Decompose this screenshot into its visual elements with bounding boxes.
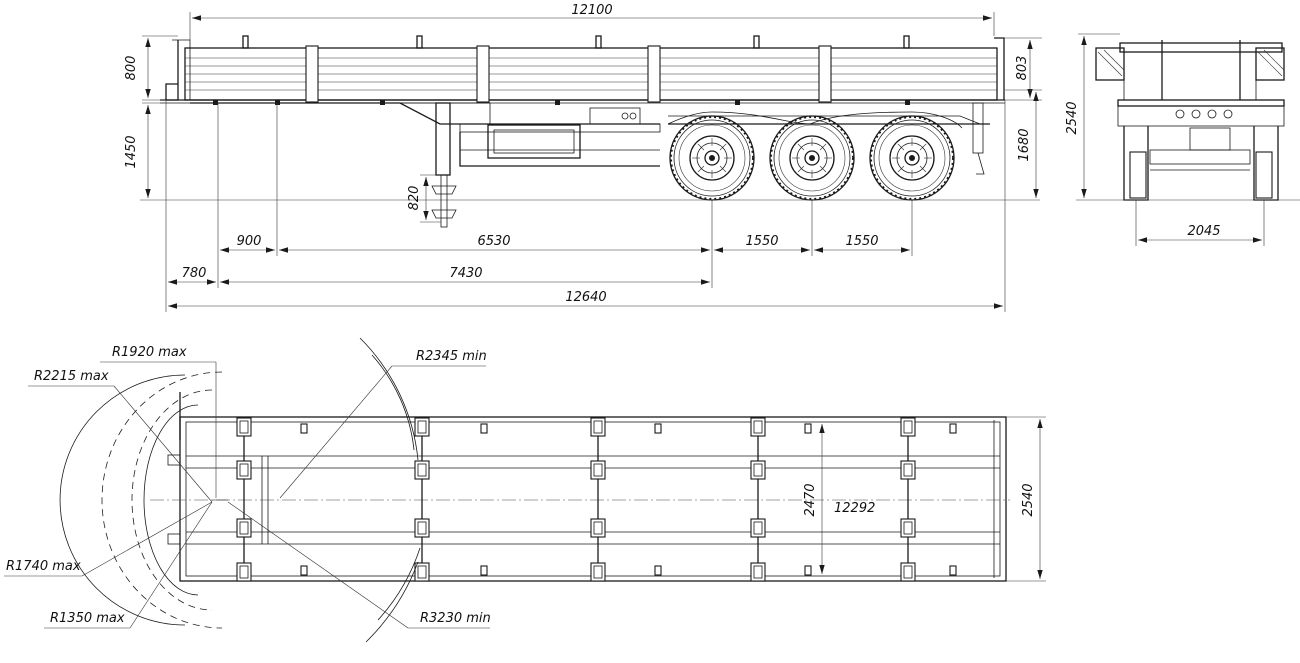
dim-2470-text: 2470 bbox=[803, 483, 818, 516]
dim-row-lower: 12640 bbox=[168, 290, 1003, 309]
dim-1680-text: 1680 bbox=[1017, 128, 1032, 161]
dim-800-text: 800 bbox=[124, 56, 139, 81]
dim-deck-height: 1450 bbox=[124, 102, 160, 198]
dim-board-front: 800 bbox=[124, 35, 178, 101]
top-view: R1920 max R2215 max R2345 min R1740 max … bbox=[4, 337, 1046, 643]
side-wheels bbox=[669, 115, 955, 201]
label-r2215: R2215 max bbox=[34, 369, 109, 384]
dim-rear-2045-text: 2045 bbox=[1187, 224, 1220, 239]
dim-board-rear: 803 bbox=[1004, 37, 1042, 101]
dim-12100-text: 12100 bbox=[571, 3, 612, 18]
dim-900-text: 900 bbox=[237, 234, 262, 249]
dim-top-2540-text: 2540 bbox=[1021, 483, 1036, 516]
dim-total-height-rear: 1680 bbox=[1005, 89, 1042, 198]
rear-view: 2540 2045 bbox=[1065, 33, 1300, 246]
label-r3230: R3230 min bbox=[420, 611, 491, 626]
top-swing-arcs bbox=[59, 337, 421, 643]
side-view: 12100 800 1450 803 1680 bbox=[124, 3, 1042, 312]
dim-rear-2540-text: 2540 bbox=[1065, 101, 1080, 134]
top-cross-members bbox=[236, 417, 916, 582]
dim-12292-text: 12292 bbox=[834, 501, 875, 516]
dim-overall-top: 12100 bbox=[189, 3, 995, 40]
dim-1450-text: 1450 bbox=[124, 135, 139, 168]
dim-780-text: 780 bbox=[182, 266, 207, 281]
dim-820-text: 820 bbox=[407, 186, 422, 211]
side-chassis bbox=[190, 102, 990, 228]
dim-leg-travel: 820 bbox=[407, 174, 441, 223]
dim-1550b-text: 1550 bbox=[845, 234, 878, 249]
dim-6530-text: 6530 bbox=[477, 234, 510, 249]
top-leaders bbox=[4, 361, 490, 629]
label-r1350: R1350 max bbox=[50, 611, 125, 626]
label-r1740: R1740 max bbox=[6, 559, 81, 574]
dim-12640-text: 12640 bbox=[565, 290, 606, 305]
dim-803-text: 803 bbox=[1015, 56, 1030, 81]
dim-row-upper: 900 6530 1550 1550 bbox=[220, 234, 910, 253]
label-r2345: R2345 min bbox=[416, 349, 487, 364]
label-r1920: R1920 max bbox=[112, 345, 187, 360]
dim-1550a-text: 1550 bbox=[745, 234, 778, 249]
dim-row-middle: 780 7430 bbox=[168, 266, 710, 285]
dim-7430-text: 7430 bbox=[449, 266, 482, 281]
side-board bbox=[160, 35, 1005, 105]
